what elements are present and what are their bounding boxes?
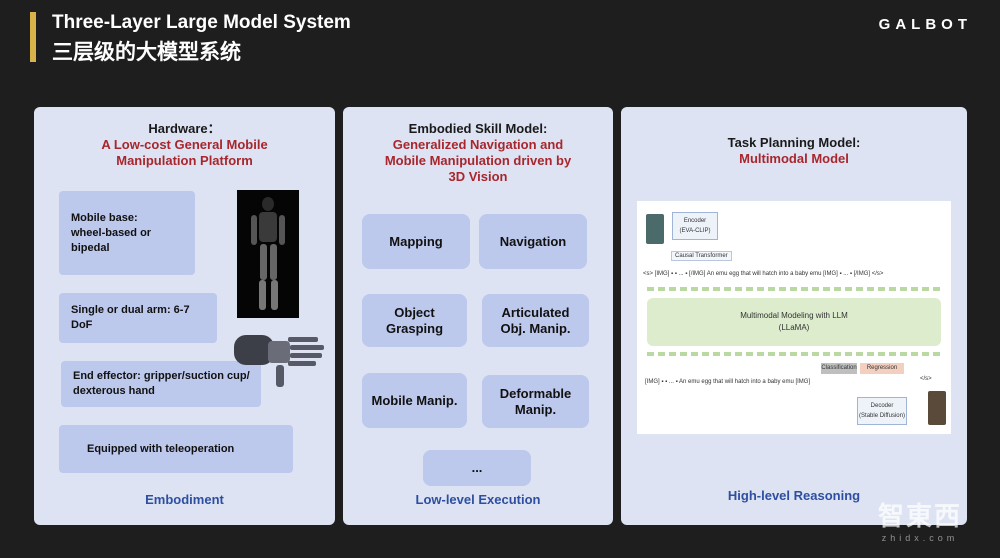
skill-item-object-grasping: Object Grasping — [362, 294, 467, 347]
hardware-footer: Embodiment — [145, 492, 224, 507]
input-token-sequence: <s> [IMG] ▪ ▪ ... ▪ [/IMG] An emu egg th… — [643, 271, 884, 277]
page-title-cn: 三层级的大模型系统 — [52, 41, 241, 64]
planning-heading: Task Planning Model: — [727, 135, 861, 150]
watermark: 智東西 zhidx.com — [858, 496, 982, 554]
brand-logo: GALBOT — [878, 16, 972, 33]
planning-heading-block: Task Planning Model: Multimodal Model — [621, 135, 967, 167]
output-embedding-row — [647, 352, 941, 356]
hardware-item-end-effector: End effector: gripper/suction cup/ dexte… — [61, 361, 261, 407]
end-token: </s> — [920, 376, 932, 382]
hardware-item-mobile-base: Mobile base: wheel-based or bipedal — [59, 191, 195, 275]
humanoid-robot-image — [237, 190, 299, 318]
hardware-subheading: A Low-cost General Mobile Manipulation P… — [101, 137, 268, 168]
page-title-en: Three-Layer Large Model System — [52, 12, 351, 33]
skill-heading: Embodied Skill Model: — [408, 121, 548, 136]
hardware-heading: Hardware： — [148, 121, 221, 136]
skill-item-articulated-manip: Articulated Obj. Manip. — [482, 294, 589, 347]
skill-heading-block: Embodied Skill Model: Generalized Naviga… — [343, 121, 613, 185]
skill-subheading: Generalized Navigation and Mobile Manipu… — [384, 137, 572, 184]
watermark-url: zhidx.com — [881, 533, 959, 543]
skill-item-deformable-manip: Deformable Manip. — [482, 375, 589, 428]
causal-transformer-block: Causal Transformer — [671, 251, 732, 261]
header-accent-bar — [30, 12, 36, 62]
skill-item-navigation: Navigation — [479, 214, 587, 269]
llm-block: Multimodal Modeling with LLM (LLaMA) — [647, 298, 941, 346]
multimodal-model-diagram: Encoder (EVA-CLIP) Causal Transformer <s… — [637, 201, 951, 434]
skill-item-mobile-manip: Mobile Manip. — [362, 373, 467, 428]
dexterous-hand-image — [232, 327, 330, 395]
encoder-block: Encoder (EVA-CLIP) — [672, 212, 718, 240]
decoder-block: Decoder (Stable Diffusion) — [857, 397, 907, 425]
output-token-sequence: [IMG] ▪ ▪ ... ▪ An emu egg that will hat… — [645, 379, 811, 385]
output-image-thumbnail — [928, 391, 946, 425]
skill-item-more: ... — [423, 450, 531, 486]
planning-subheading: Multimodal Model — [739, 151, 849, 166]
skill-panel: Embodied Skill Model: Generalized Naviga… — [343, 107, 613, 525]
hardware-item-arm: Single or dual arm: 6-7 DoF — [59, 293, 217, 343]
skill-footer: Low-level Execution — [415, 492, 541, 507]
classification-label: Classification — [821, 363, 857, 374]
skill-item-mapping: Mapping — [362, 214, 470, 269]
hardware-item-teleoperation: Equipped with teleoperation — [59, 425, 293, 473]
input-embedding-row — [647, 287, 941, 291]
regression-label: Regression — [860, 363, 904, 374]
input-image-thumbnail — [646, 214, 664, 244]
hardware-heading-block: Hardware： A Low-cost General Mobile Mani… — [34, 121, 335, 169]
watermark-logo: 智東西 — [877, 501, 962, 531]
planning-footer: High-level Reasoning — [727, 488, 861, 503]
